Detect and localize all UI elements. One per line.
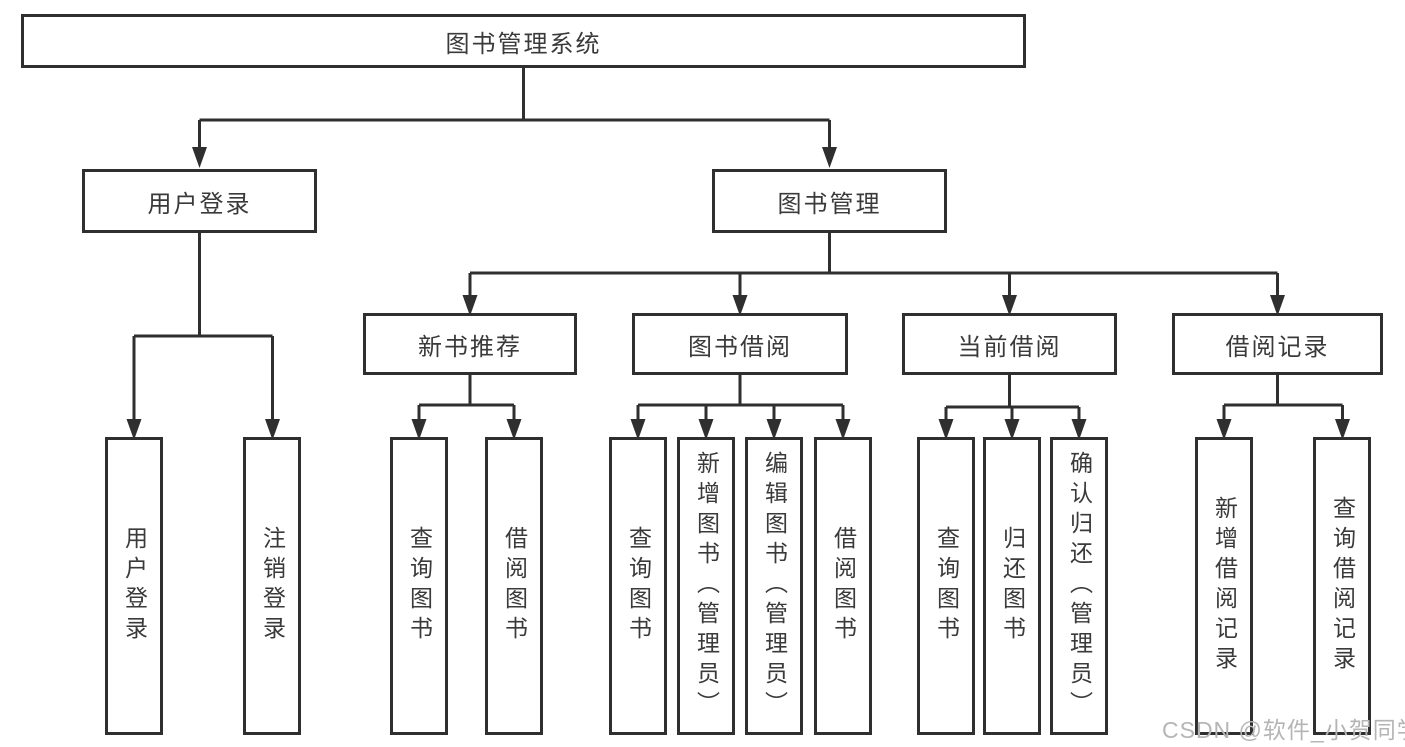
node-new-book-rec: 新书推荐 (363, 313, 577, 375)
connector-current-borrow (944, 375, 1081, 423)
node-label: 注销登录 (259, 526, 286, 646)
arrow-icon (411, 419, 427, 440)
connector-root (198, 68, 831, 150)
arrow-icon (506, 419, 522, 440)
arrow-icon (1270, 295, 1285, 316)
arrow-icon (126, 419, 142, 440)
node-label: 查询图书 (933, 526, 960, 646)
csdn-watermark: CSDN @软件_小贺同学 (1162, 717, 1405, 743)
node-rec-borrow-book: 借阅图书 (485, 437, 543, 735)
arrow-icon (1335, 419, 1350, 440)
node-label: 查询图书 (625, 526, 652, 646)
node-login: 用户登录 (105, 437, 163, 735)
node-label: 新增图书（管理员） (693, 451, 720, 721)
arrow-icon (1071, 419, 1087, 440)
node-label: 归还图书 (999, 526, 1026, 646)
arrow-icon (1002, 295, 1017, 316)
node-cb-query-book: 查询图书 (917, 437, 975, 735)
node-rec-query-book: 查询图书 (390, 437, 448, 735)
arrow-icon (462, 295, 478, 316)
node-bb-add-book: 新增图书（管理员） (677, 437, 735, 735)
node-br-query-record: 查询借阅记录 (1313, 437, 1371, 735)
arrow-icon (938, 419, 954, 440)
node-borrow-records: 借阅记录 (1172, 313, 1383, 375)
arrow-icon (1216, 419, 1232, 440)
node-label: 借阅图书 (830, 526, 857, 646)
node-label: 确认归还（管理员） (1066, 451, 1093, 721)
node-bb-query-book: 查询图书 (609, 437, 667, 735)
connector-user-login (132, 233, 274, 423)
connector-borrow-records (1222, 375, 1344, 423)
node-book-mgmt: 图书管理 (712, 169, 947, 233)
arrow-icon (822, 147, 837, 168)
node-label: 新增借阅记录 (1211, 496, 1238, 676)
node-current-borrow: 当前借阅 (902, 313, 1117, 375)
connector-new-book-rec (417, 375, 516, 423)
arrow-icon (192, 147, 207, 168)
arrow-icon (265, 419, 280, 440)
node-label: 查询借阅记录 (1329, 496, 1356, 676)
arrow-icon (766, 419, 782, 440)
node-book-borrow: 图书借阅 (632, 313, 848, 375)
node-label: 用户登录 (121, 526, 148, 646)
node-root: 图书管理系统 (21, 14, 1026, 68)
node-label: 查询图书 (406, 526, 433, 646)
node-bb-edit-book: 编辑图书（管理员） (745, 437, 803, 735)
arrow-icon (1004, 419, 1020, 440)
arrow-icon (835, 419, 851, 440)
arrow-icon (630, 419, 646, 440)
arrow-icon (698, 419, 714, 440)
node-label: 借阅图书 (501, 526, 528, 646)
node-label: 编辑图书（管理员） (761, 451, 788, 721)
node-logout: 注销登录 (243, 437, 301, 735)
connector-book-borrow (636, 375, 845, 423)
arrow-icon (732, 295, 748, 316)
node-cb-confirm-return: 确认归还（管理员） (1050, 437, 1108, 735)
node-user-login: 用户登录 (82, 169, 317, 233)
node-cb-return-book: 归还图书 (983, 437, 1041, 735)
arrowheads (126, 147, 1350, 440)
node-br-add-record: 新增借阅记录 (1195, 437, 1253, 735)
connector-book-mgmt (468, 233, 1279, 298)
node-bb-borrow-book: 借阅图书 (814, 437, 872, 735)
